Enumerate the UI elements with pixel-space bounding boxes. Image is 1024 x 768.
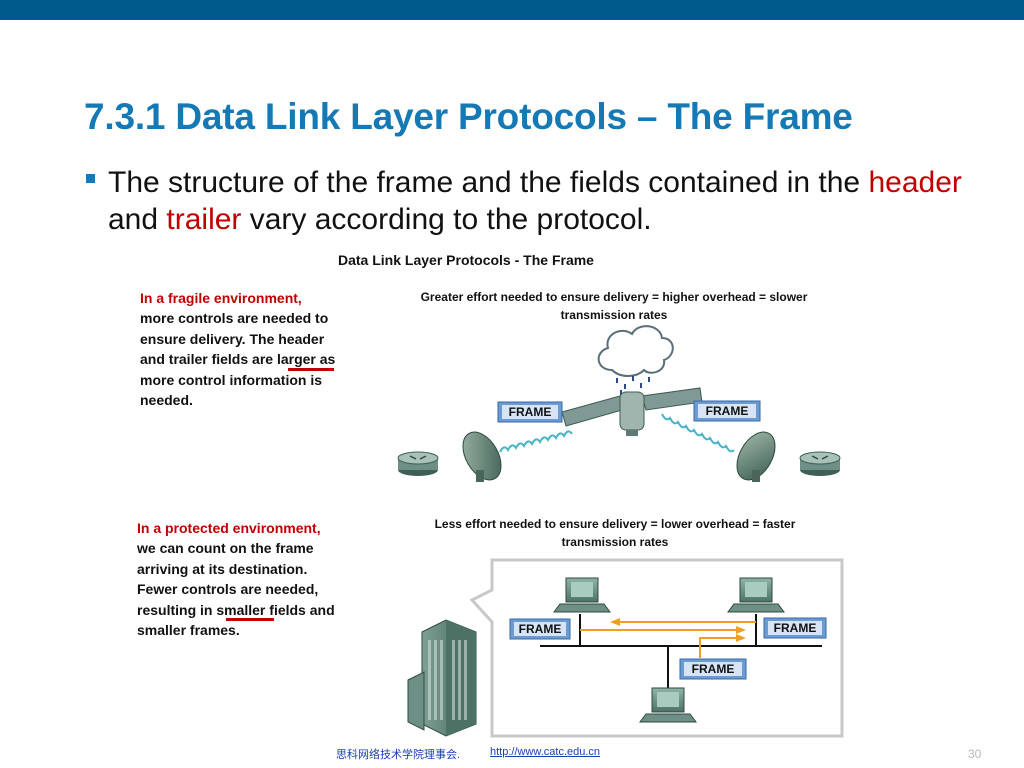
protected-lead: In a protected environment, (137, 520, 321, 536)
protected-description: In a protected environment, we can count… (137, 518, 335, 640)
satellite-dish-right-icon (736, 431, 776, 482)
fragile-line3a: and trailer fields are (140, 351, 277, 368)
bullet-point: The structure of the frame and the field… (84, 164, 964, 238)
protected-smaller-word: smaller (216, 601, 266, 618)
fragile-line1: more controls are needed to (140, 310, 329, 327)
protected-line4c: fields and (265, 601, 335, 618)
fragile-line2: ensure delivery. The header (140, 330, 325, 347)
router-right-icon (799, 451, 841, 476)
frame-label-lan-bottom: FRAME (691, 662, 735, 676)
pc-top-left-icon (553, 577, 611, 613)
frame-box-inner (502, 404, 822, 676)
protected-line5: smaller frames. (137, 622, 240, 639)
frame-label-satellite-left: FRAME (508, 405, 552, 419)
slide-title: 7.3.1 Data Link Layer Protocols – The Fr… (84, 96, 853, 137)
wireless-signal-right (661, 413, 735, 453)
fragile-description: In a fragile environment, more controls … (140, 288, 335, 410)
cloud-icon (597, 325, 674, 377)
fragile-line5: needed. (140, 392, 193, 409)
satellite-icon (561, 387, 703, 436)
satellite-dish-left-icon (462, 431, 502, 482)
fragile-caption-line2: transmission rates (560, 308, 668, 322)
protected-caption-line2: transmission rates (561, 535, 669, 549)
header-word: header (868, 166, 962, 199)
protected-line3: Fewer controls are needed, (137, 581, 319, 598)
protected-line4a: resulting in (137, 601, 217, 618)
fragile-larger-word: larger (276, 351, 316, 368)
fragile-caption: Greater effort needed to ensure delivery… (396, 288, 832, 324)
fragile-caption-line1: Greater effort needed to ensure delivery… (420, 290, 808, 304)
top-bar (0, 0, 1024, 20)
frame-arrows (580, 618, 756, 658)
protected-caption-line1: Less effort needed to ensure delivery = … (434, 517, 796, 531)
page-number: 30 (968, 747, 982, 761)
router-left-icon (397, 451, 439, 476)
protected-line1: we can count on the frame (137, 540, 314, 557)
frame-label-lan-right: FRAME (773, 621, 817, 635)
building-icon (407, 619, 477, 737)
protected-line2: arriving at its destination. (137, 560, 308, 577)
bullet-text-part1: The structure of the frame and the field… (108, 166, 869, 199)
fragile-line3c: as (315, 351, 336, 368)
larger-underline (288, 368, 334, 371)
protected-caption: Less effort needed to ensure delivery = … (410, 515, 820, 551)
bullet-text: The structure of the frame and the field… (108, 164, 964, 238)
square-bullet-icon (86, 174, 95, 183)
frame-label-satellite-right: FRAME (705, 404, 749, 418)
footer-url-link[interactable]: http://www.catc.edu.cn (490, 746, 601, 758)
smaller-underline (226, 618, 274, 621)
footer-organization: 思科网络技术学院理事会. (336, 749, 461, 761)
pc-bottom-icon (639, 687, 697, 723)
trailer-word: trailer (166, 203, 242, 236)
fragile-line4: more control information is (140, 371, 323, 388)
pc-top-right-icon (727, 577, 785, 613)
bullet-text-part3: vary according to the protocol. (241, 203, 652, 236)
bullet-text-part2: and (108, 203, 167, 236)
lan-bus (540, 614, 822, 690)
frame-label-lan-left: FRAME (518, 622, 562, 636)
figure-title: Data Link Layer Protocols - The Frame (338, 252, 594, 268)
wireless-signal-left (499, 430, 573, 453)
fragile-lead: In a fragile environment, (140, 290, 302, 306)
